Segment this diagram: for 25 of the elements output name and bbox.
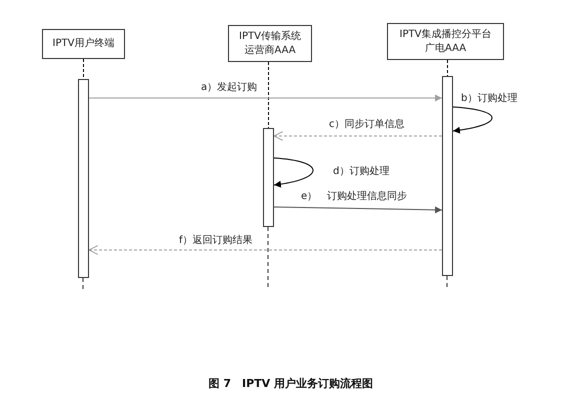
self-message-arrow: [452, 106, 492, 134]
edge-label: e） 订购处理信息同步: [300, 191, 408, 203]
message-arrow: [274, 206, 442, 214]
lifeline: [268, 62, 269, 128]
edge-label: b）订购处理: [460, 93, 518, 105]
message-arrow: [274, 131, 442, 141]
lifeline-header-box: [42, 29, 125, 59]
figure-caption: 图 7 IPTV 用户业务订购流程图: [208, 376, 373, 391]
self-message-arrow: [274, 158, 314, 188]
edge-label: d）订购处理: [332, 166, 390, 178]
participant-label: IPTV传输系统运营商AAA: [238, 30, 302, 58]
edge-label: a）发起订购: [200, 82, 258, 94]
participant-label: IPTV用户终端: [52, 37, 114, 51]
participant-label: IPTV集成播控分平台广电AAA: [398, 28, 492, 56]
activation-bar: [263, 128, 274, 227]
activation-bar: [78, 79, 89, 278]
lifeline: [83, 58, 84, 80]
message-arrow: [88, 94, 442, 102]
edge-label: c）同步订单信息: [328, 119, 406, 131]
lifeline-header-box: [387, 23, 504, 60]
edge-label: f）返回订购结果: [178, 235, 254, 247]
lifeline-header-box: [228, 25, 312, 62]
lifeline: [447, 60, 448, 76]
activation-bar: [442, 76, 453, 276]
message-arrow: [88, 245, 442, 255]
